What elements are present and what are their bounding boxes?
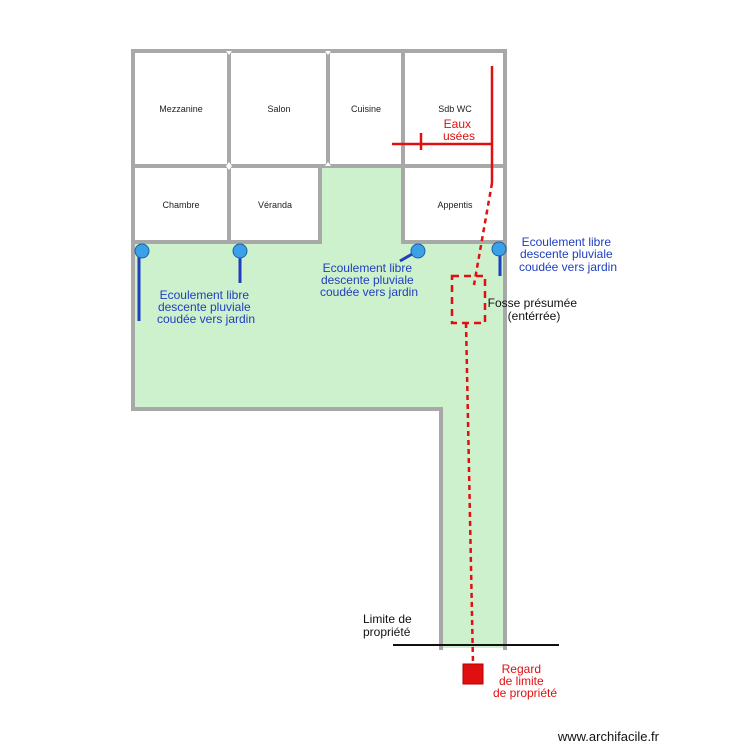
inspection-chamber <box>462 663 484 685</box>
label-line: Eaux <box>444 117 471 131</box>
label-line: Regard <box>502 662 541 676</box>
label-line: Limite de <box>363 612 412 626</box>
door-marker <box>325 51 331 55</box>
downspout-left <box>134 243 150 259</box>
label-line: descente pluviale <box>158 300 251 314</box>
label-line: coudée vers jardin <box>157 312 255 326</box>
room-salon <box>229 51 328 165</box>
downspout-veranda <box>232 243 248 259</box>
label-downspout-right: Ecoulement libre descente pluviale coudé… <box>519 235 617 274</box>
label-line: Ecoulement libre <box>522 235 612 249</box>
room-label-mezzanine: Mezzanine <box>159 104 203 114</box>
label-line: Ecoulement libre <box>160 288 250 302</box>
waste-pipe-dashed-to-regard <box>464 322 475 665</box>
room-label-salon: Salon <box>267 104 290 114</box>
rain-downspouts <box>134 241 507 321</box>
room-label-chambre: Chambre <box>162 200 199 210</box>
label-line: propriété <box>363 625 411 639</box>
room-label-sdb-wc: Sdb WC <box>438 104 472 114</box>
label-downspout-left: Ecoulement libre descente pluviale coudé… <box>157 288 255 326</box>
room-chambre <box>133 167 229 242</box>
outer-wall-left <box>131 49 443 650</box>
room-mezzanine <box>133 51 229 165</box>
room-veranda <box>229 167 320 242</box>
door-marker <box>226 162 232 166</box>
downspout-middle <box>410 243 426 259</box>
room-label-veranda: Véranda <box>258 200 292 210</box>
garden-inner-courtyard <box>321 166 403 242</box>
downspout-right <box>491 241 507 257</box>
label-line: (entérrée) <box>508 309 561 323</box>
label-line: de limite <box>499 674 544 688</box>
door-marker <box>226 166 232 170</box>
waste-water-network <box>392 66 494 685</box>
door-marker <box>226 51 232 55</box>
label-limite-propriete: Limite de propriété <box>363 612 415 639</box>
outer-wall <box>131 49 507 650</box>
door-marker <box>325 162 331 166</box>
label-line: coudée vers jardin <box>320 285 418 299</box>
room-cuisine <box>328 51 403 165</box>
label-regard: Regard de limite de propriété <box>493 662 557 700</box>
label-downspout-middle: Ecoulement libre descente pluviale coudé… <box>320 261 418 299</box>
garden-area <box>133 242 505 648</box>
room-label-appentis: Appentis <box>437 200 473 210</box>
walls <box>131 49 507 650</box>
room-label-cuisine: Cuisine <box>351 104 381 114</box>
label-line: descente pluviale <box>520 247 613 261</box>
label-line: coudée vers jardin <box>519 260 617 274</box>
label-line: Ecoulement libre <box>323 261 413 275</box>
label-line: Fosse présumée <box>488 296 578 310</box>
archifacile-credit[interactable]: www.archifacile.fr <box>557 729 660 744</box>
label-line: de propriété <box>493 686 557 700</box>
label-line: usées <box>443 129 475 143</box>
septic-tank-presumed <box>450 274 487 325</box>
label-fosse: Fosse présumée (entérrée) <box>488 296 581 323</box>
label-eaux-usees: Eaux usées <box>443 117 475 143</box>
label-line: descente pluviale <box>321 273 414 287</box>
